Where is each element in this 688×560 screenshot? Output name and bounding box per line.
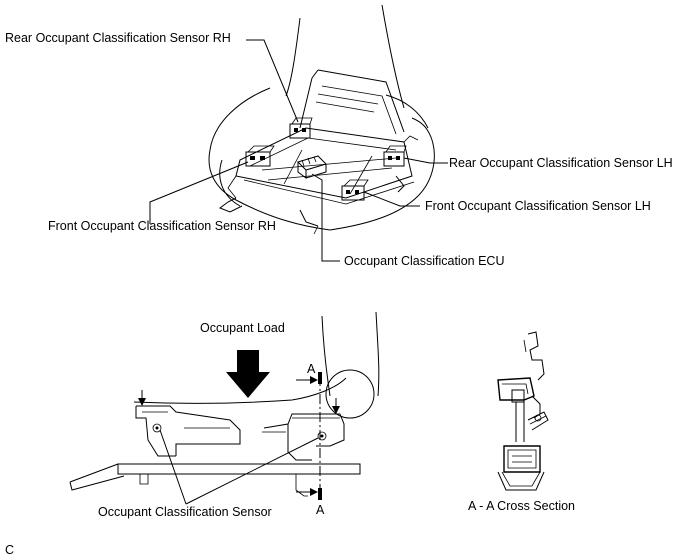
front-sensor-lh-shape	[341, 179, 369, 201]
label-rear-sensor-rh: Rear Occupant Classification Sensor RH	[5, 31, 231, 45]
rear-sensor-rh-shape	[289, 117, 313, 139]
side-view-illustration	[69, 311, 380, 505]
label-section-a-bottom: A	[316, 503, 325, 517]
cross-section-illustration	[497, 331, 549, 491]
label-cross-section: A - A Cross Section	[468, 499, 575, 513]
label-ecu: Occupant Classification ECU	[344, 254, 505, 268]
section-line-a-a	[296, 372, 322, 500]
front-sensor-rh-shape	[245, 145, 275, 167]
label-front-sensor-lh: Front Occupant Classification Sensor LH	[425, 199, 651, 213]
label-occupant-load: Occupant Load	[200, 321, 285, 335]
seat-cushion-illustration	[208, 4, 435, 235]
small-load-arrows	[138, 390, 340, 414]
leader-lines-top	[149, 39, 448, 262]
leader-lines-sensor	[159, 429, 319, 505]
ecu-shape	[297, 155, 327, 179]
label-section-a-top: A	[307, 362, 316, 376]
label-front-sensor-rh: Front Occupant Classification Sensor RH	[48, 219, 276, 233]
rear-sensor-lh-shape	[383, 145, 407, 167]
figure-code: C	[5, 543, 15, 557]
occupant-load-arrow	[226, 350, 270, 398]
label-rear-sensor-lh: Rear Occupant Classification Sensor LH	[449, 156, 673, 170]
label-occupant-sensor: Occupant Classification Sensor	[98, 505, 272, 519]
